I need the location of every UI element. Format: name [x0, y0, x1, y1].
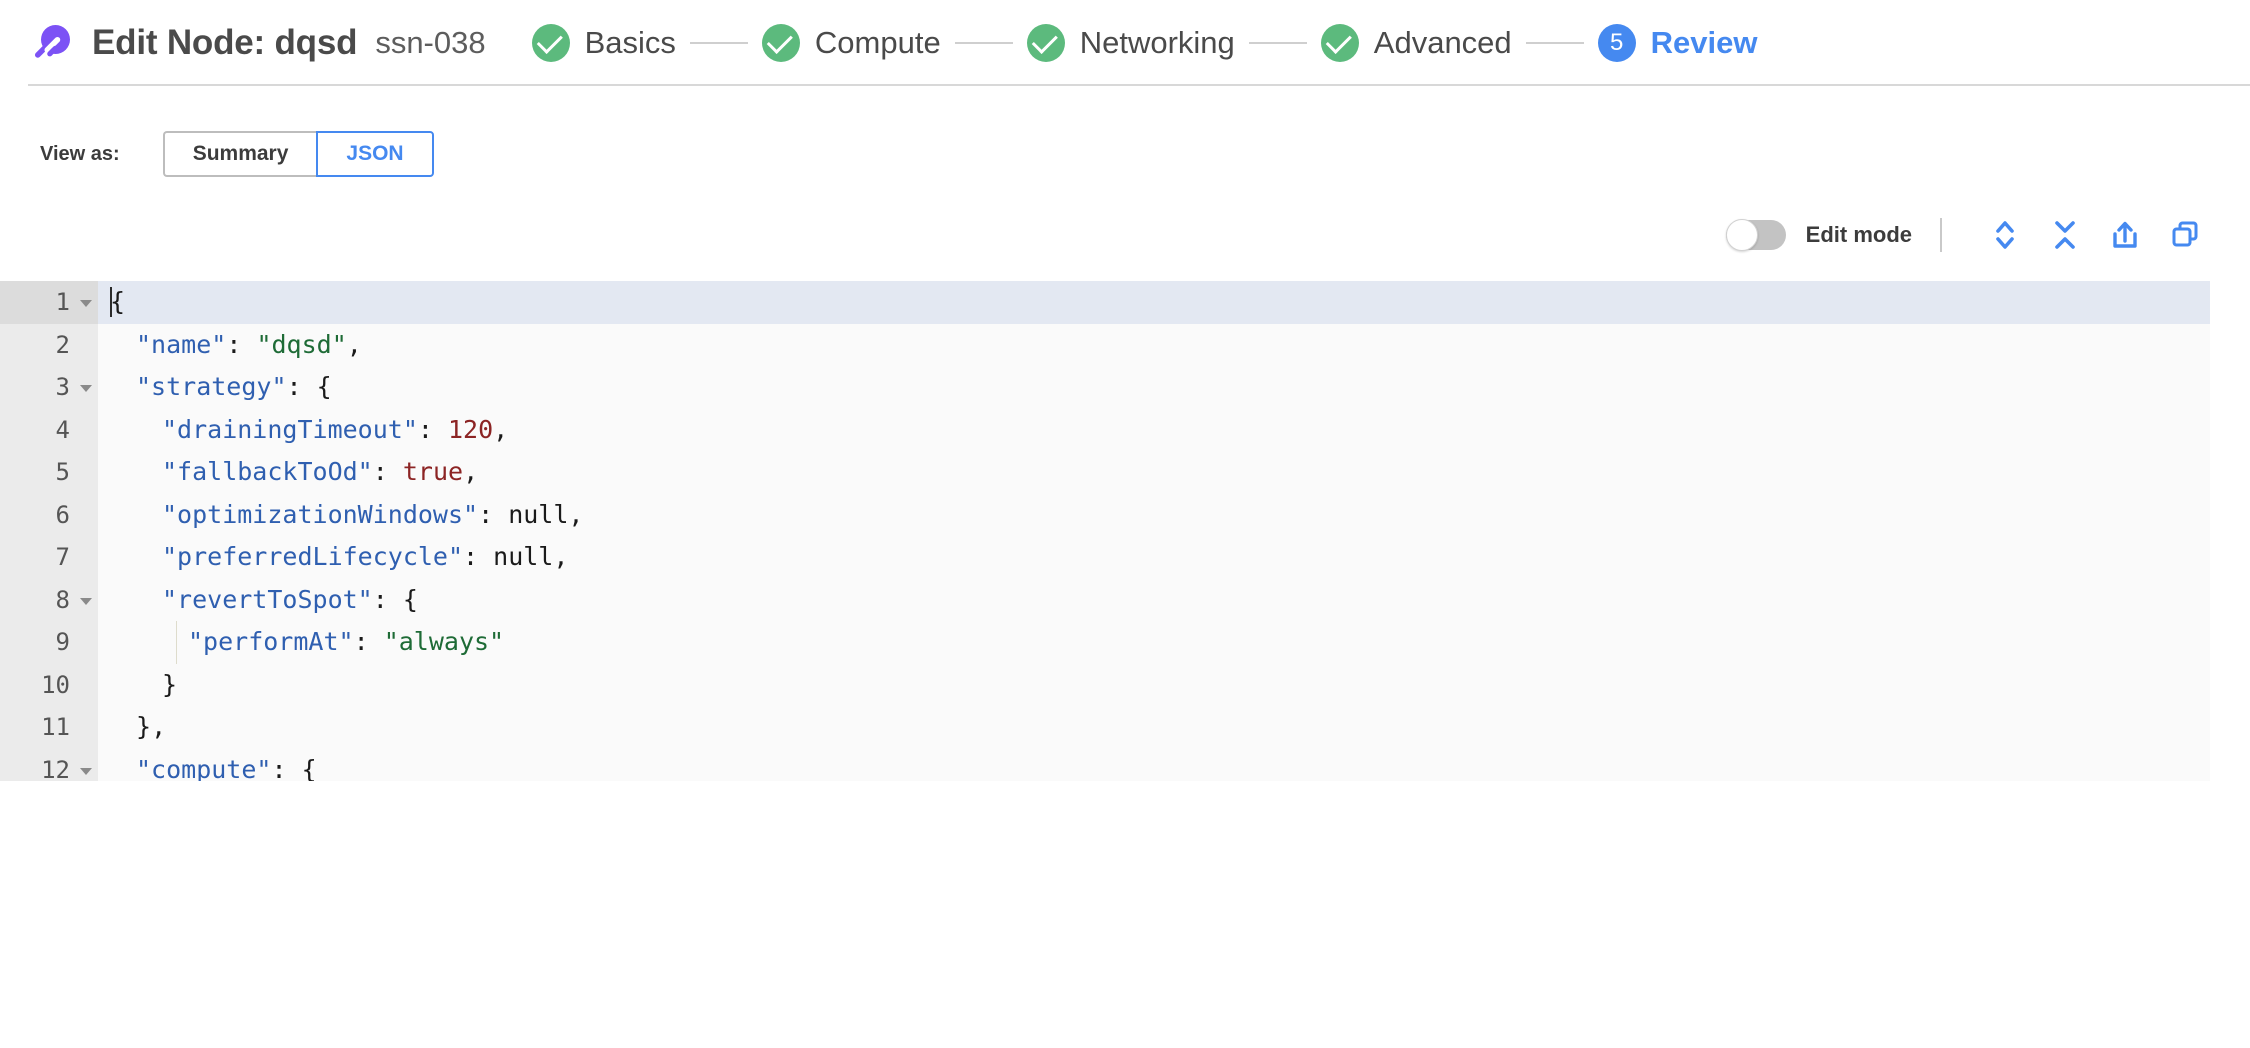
- code-line-text: "fallbackToOd": true,: [162, 457, 479, 486]
- wizard-step-label: Compute: [814, 25, 941, 60]
- toggle-knob: [1725, 219, 1758, 251]
- line-number: 3: [0, 366, 76, 409]
- code-line[interactable]: 12 "compute": {: [0, 748, 2210, 782]
- edit-mode-label: Edit mode: [1805, 222, 1912, 247]
- code-line-text: "preferredLifecycle": null,: [162, 542, 569, 571]
- line-number: 1: [0, 281, 76, 324]
- line-number: 10: [0, 663, 76, 706]
- wizard-step-label: Networking: [1079, 25, 1235, 60]
- toolbar-divider: [1940, 218, 1942, 252]
- code-line[interactable]: 2 "name": "dqsd",: [0, 323, 2210, 366]
- wizard-step-advanced[interactable]: Advanced: [1320, 24, 1512, 62]
- code-line-text: "revertToSpot": {: [162, 584, 418, 614]
- wizard-step-compute[interactable]: Compute: [761, 24, 941, 62]
- view-as-row: View as: Summary JSON: [0, 86, 2250, 177]
- code-line[interactable]: 9 "performAt": "always": [0, 621, 2210, 664]
- code-line-text: }: [162, 669, 178, 699]
- collapse-all-icon[interactable]: [2042, 216, 2088, 254]
- page-subtitle-node-id: ssn-038: [375, 25, 486, 60]
- json-code-editor[interactable]: 1{2"name": "dqsd",3"strategy": {4"draini…: [0, 281, 2210, 781]
- code-line[interactable]: 1{: [0, 281, 2210, 324]
- code-line-text: {: [110, 287, 126, 317]
- fold-toggle-icon[interactable]: [76, 578, 98, 621]
- code-line-text: "drainingTimeout": 120,: [162, 414, 509, 444]
- spot-comet-logo-icon: [28, 20, 74, 66]
- fold-spacer: [76, 621, 98, 664]
- fold-toggle-icon[interactable]: [76, 366, 98, 409]
- editor-toolbar: Edit mode: [0, 177, 2250, 263]
- fold-toggle-icon[interactable]: [76, 748, 98, 781]
- wizard-step-label: Basics: [584, 25, 676, 60]
- line-number: 8: [0, 578, 76, 621]
- fold-spacer: [76, 706, 98, 749]
- edit-mode-toggle[interactable]: [1725, 219, 1786, 251]
- export-icon[interactable]: [2102, 216, 2148, 254]
- step-number-badge: 5: [1597, 24, 1636, 62]
- fold-spacer: [76, 493, 98, 536]
- code-line-text: },: [136, 712, 167, 741]
- code-line-text: "name": "dqsd",: [136, 329, 362, 359]
- code-line-text: "strategy": {: [136, 372, 332, 401]
- step-number: 5: [1609, 29, 1624, 56]
- step-connector: [1525, 42, 1584, 44]
- view-as-segmented-control[interactable]: Summary JSON: [162, 131, 434, 177]
- code-line[interactable]: 4 "drainingTimeout": 120,: [0, 408, 2210, 451]
- code-line-text: "performAt": "always": [188, 627, 505, 656]
- line-number: 12: [0, 748, 76, 781]
- line-number: 11: [0, 706, 76, 749]
- code-line-text: "optimizationWindows": null,: [162, 499, 584, 529]
- page-header: Edit Node: dqsd ssn-038 Basics Compute N…: [0, 0, 2250, 86]
- fold-spacer: [76, 451, 98, 494]
- code-line[interactable]: 6 "optimizationWindows": null,: [0, 493, 2210, 536]
- code-body[interactable]: 1{2"name": "dqsd",3"strategy": {4"draini…: [0, 281, 2210, 781]
- indent-guide: [176, 621, 177, 664]
- line-number: 5: [0, 451, 76, 494]
- wizard-step-review[interactable]: 5 Review: [1597, 24, 1758, 62]
- wizard-step-label: Advanced: [1373, 25, 1512, 60]
- fold-spacer: [76, 663, 98, 706]
- wizard-step-networking[interactable]: Networking: [1026, 24, 1235, 62]
- step-status-check-icon: [1320, 24, 1359, 62]
- expand-all-icon[interactable]: [1982, 216, 2028, 254]
- copy-icon[interactable]: [2162, 216, 2208, 254]
- wizard-step-basics[interactable]: Basics: [531, 24, 676, 62]
- code-line[interactable]: 7 "preferredLifecycle": null,: [0, 536, 2210, 579]
- code-line[interactable]: 8 "revertToSpot": {: [0, 578, 2210, 621]
- wizard-step-label: Review: [1650, 25, 1758, 60]
- step-status-check-icon: [531, 24, 570, 62]
- line-number: 9: [0, 621, 76, 664]
- fold-toggle-icon[interactable]: [76, 281, 98, 324]
- header-divider: [28, 84, 2250, 86]
- line-number: 6: [0, 493, 76, 536]
- line-number: 4: [0, 408, 76, 451]
- code-line[interactable]: 3 "strategy": {: [0, 366, 2210, 409]
- code-line[interactable]: 5 "fallbackToOd": true,: [0, 451, 2210, 494]
- fold-spacer: [76, 408, 98, 451]
- fold-spacer: [76, 536, 98, 579]
- step-status-check-icon: [761, 24, 800, 62]
- step-connector: [689, 42, 748, 44]
- view-as-option-json[interactable]: JSON: [316, 131, 434, 177]
- view-as-label: View as:: [40, 142, 120, 165]
- step-status-check-icon: [1026, 24, 1065, 62]
- fold-spacer: [76, 323, 98, 366]
- code-line-text: "compute": {: [136, 754, 317, 782]
- line-number: 7: [0, 536, 76, 579]
- step-connector: [954, 42, 1013, 44]
- code-line[interactable]: 10}: [0, 663, 2210, 706]
- code-line[interactable]: 11},: [0, 706, 2210, 749]
- wizard-stepper: Basics Compute Networking Advanced 5 Rev…: [531, 24, 2250, 62]
- text-cursor: [110, 287, 112, 317]
- step-connector: [1248, 42, 1307, 44]
- page-title: Edit Node: dqsd: [92, 23, 358, 62]
- view-as-option-summary[interactable]: Summary: [162, 131, 317, 177]
- line-number: 2: [0, 323, 76, 366]
